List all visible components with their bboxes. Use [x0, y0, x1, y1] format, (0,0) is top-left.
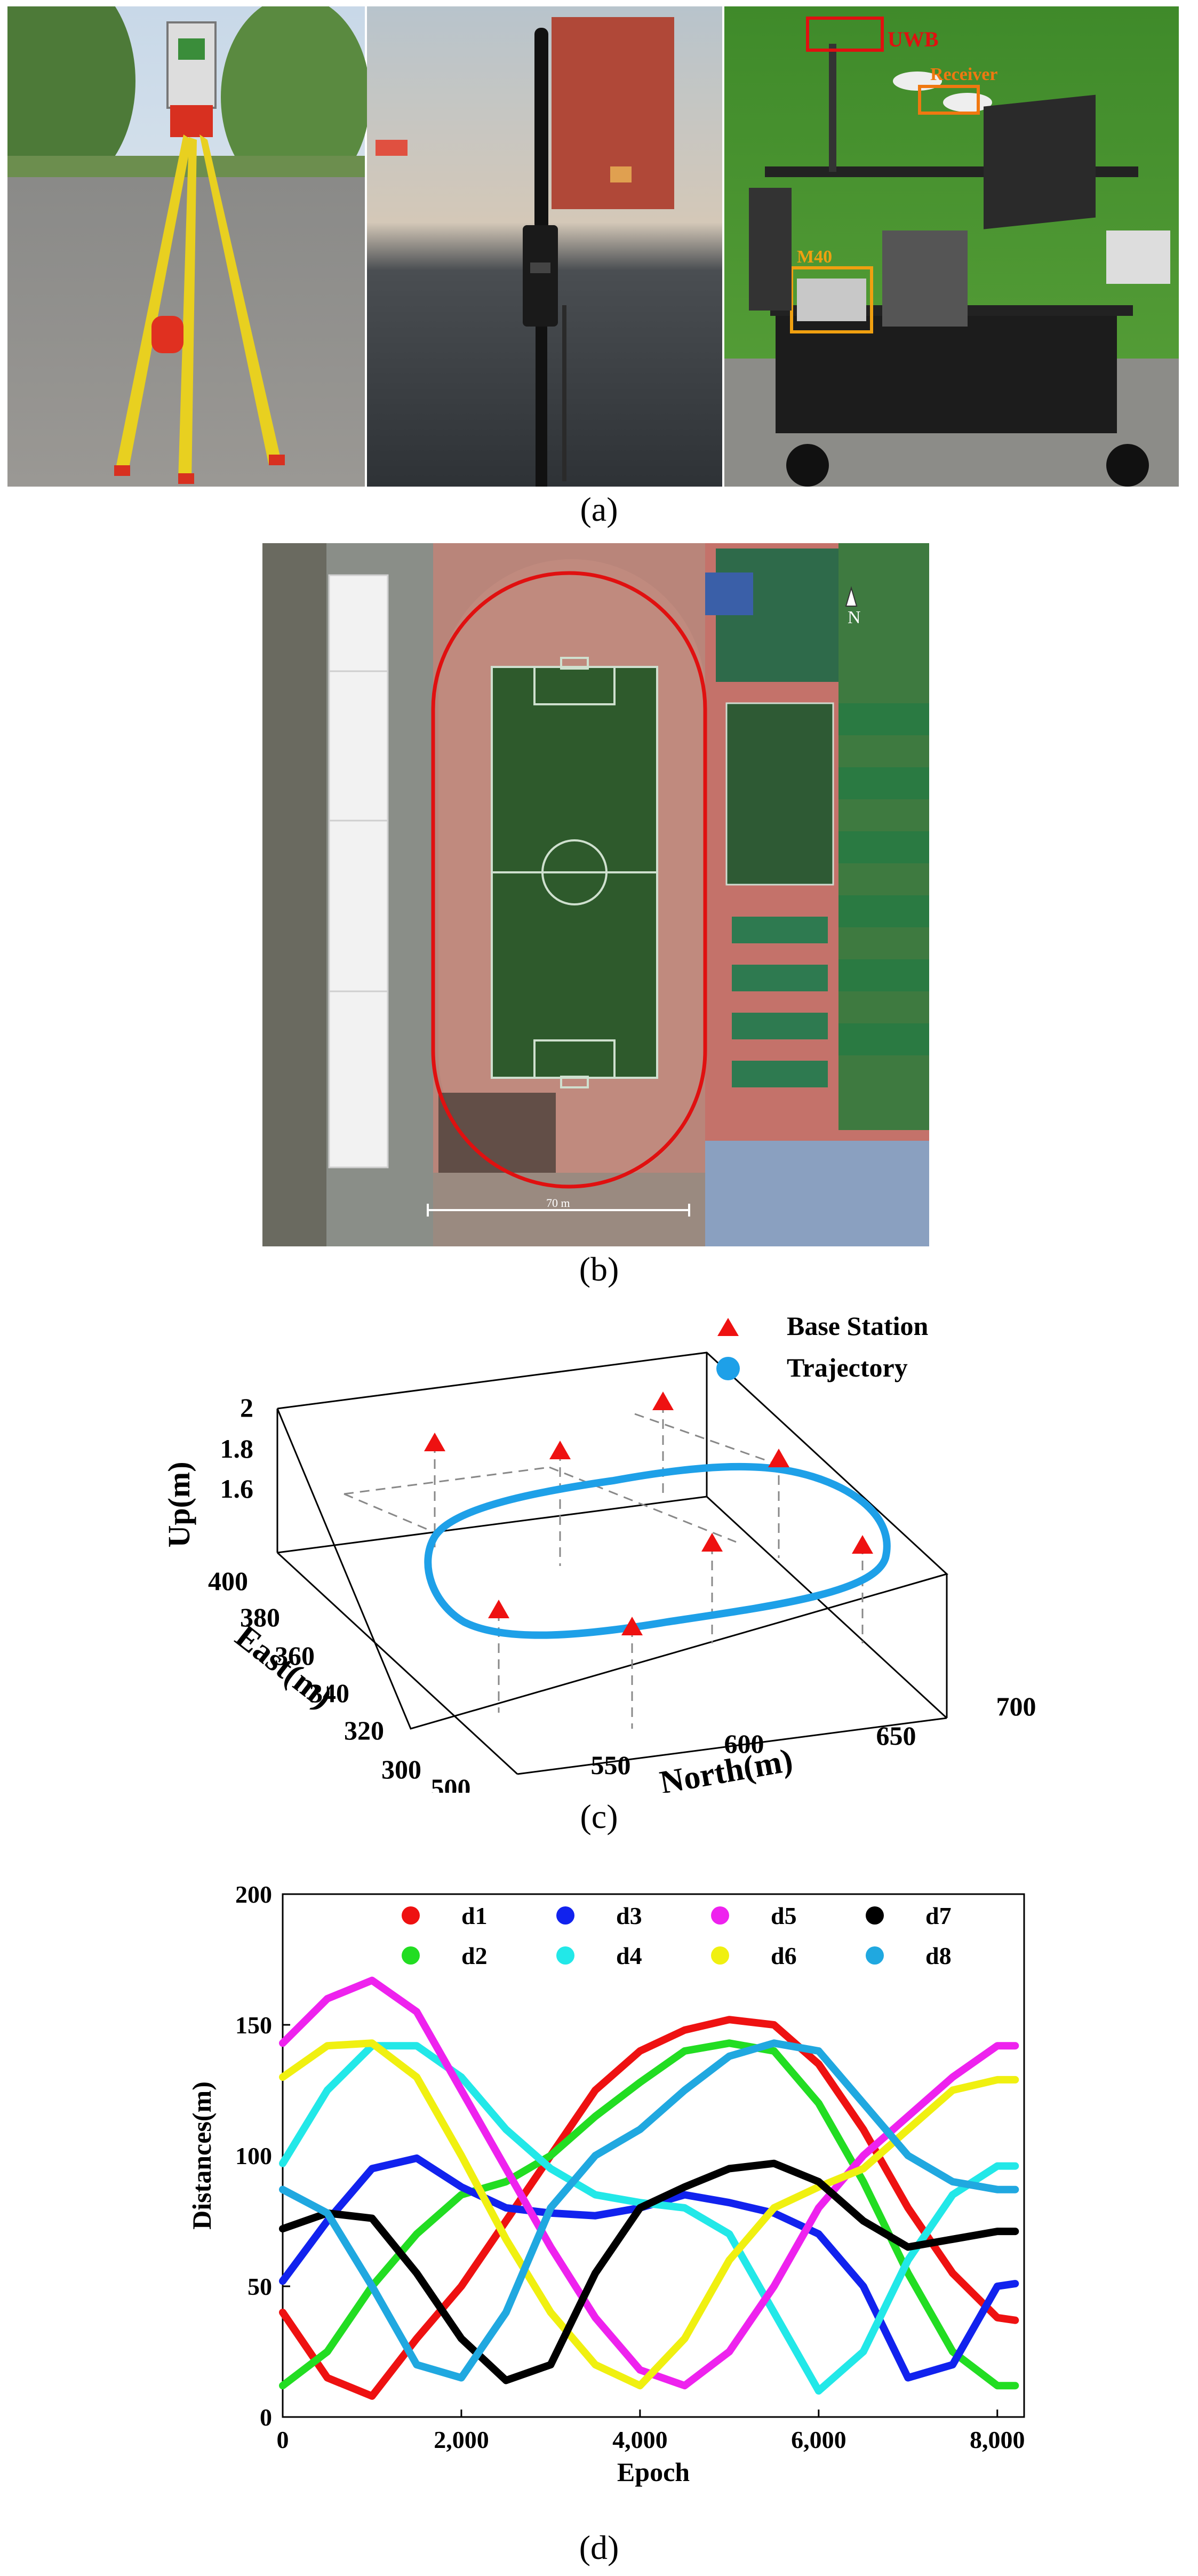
legend-label-d5: d5 — [771, 1902, 797, 1929]
photo-strip: UWB Receiver M40 — [7, 6, 1179, 487]
chart-axes: 0 2,000 4,000 6,000 8,000 0 50 100 150 200 — [235, 1881, 1025, 2453]
up-axis-label: Up(m) — [162, 1461, 196, 1547]
legend-marker-icon — [711, 1906, 729, 1925]
caption-a: (a) — [580, 490, 618, 528]
x-tick-label: 6,000 — [791, 2426, 846, 2453]
svg-text:550: 550 — [591, 1750, 631, 1780]
chart-3d-panel-c: Base Station Trajectory 2 1.8 1.6 Up(m) … — [133, 1302, 1067, 1793]
series-line-d7 — [279, 2159, 1019, 2384]
map-panel-b: N 70 m — [262, 543, 929, 1246]
legend-base-station: Base Station — [787, 1311, 929, 1341]
caption-c: (c) — [580, 1798, 618, 1835]
legend-3d: Base Station Trajectory — [716, 1311, 929, 1382]
svg-text:320: 320 — [344, 1715, 384, 1745]
svg-text:500: 500 — [431, 1773, 471, 1793]
svg-text:650: 650 — [876, 1721, 916, 1751]
legend-label-d1: d1 — [461, 1902, 488, 1929]
svg-text:600: 600 — [724, 1729, 764, 1759]
y-tick-label: 50 — [247, 2273, 272, 2300]
caption-d: (d) — [579, 2529, 619, 2566]
legend-label-d3: d3 — [616, 1902, 642, 1929]
series-line-d6 — [279, 2039, 1019, 2390]
chart-3d: Base Station Trajectory 2 1.8 1.6 Up(m) … — [162, 1311, 1036, 1793]
photo-panel-a: UWB Receiver M40 — [7, 6, 1179, 487]
uwb-label: UWB — [888, 27, 939, 51]
svg-text:700: 700 — [996, 1691, 1036, 1721]
y-tick-label: 100 — [235, 2142, 272, 2169]
svg-text:400: 400 — [208, 1566, 248, 1596]
legend-label-d6: d6 — [771, 1942, 797, 1969]
legend-marker-icon — [866, 1946, 884, 1965]
legend-marker-icon — [556, 1946, 574, 1965]
photo-total-station — [7, 6, 370, 487]
caption-b: (b) — [579, 1250, 619, 1288]
chart-panel-d: 0 2,000 4,000 6,000 8,000 0 50 100 150 200 d1 d2 d3… — [160, 1878, 1040, 2534]
x-tick-label: 8,000 — [970, 2426, 1025, 2453]
photo-uwb-antenna — [367, 6, 722, 487]
series-line-d5 — [279, 1976, 1019, 2390]
y-tick-label: 0 — [260, 2404, 272, 2431]
legend-marker-icon — [402, 1946, 420, 1965]
x-tick-label: 2,000 — [434, 2426, 489, 2453]
x-axis-label: Epoch — [617, 2457, 690, 2487]
plot-box — [276, 1351, 948, 1775]
base-stations — [424, 1392, 873, 1635]
svg-text:340: 340 — [309, 1678, 349, 1708]
x-tick-label: 4,000 — [612, 2426, 668, 2453]
legend-label-d4: d4 — [616, 1942, 642, 1969]
north-arrow-icon — [845, 586, 858, 607]
y-tick-label: 200 — [235, 1881, 272, 1908]
scale-label: 70 m — [546, 1196, 570, 1210]
svg-text:300: 300 — [381, 1754, 421, 1784]
series-line-d8 — [279, 2039, 1019, 2382]
y-axis-label: Distances(m) — [187, 2081, 217, 2230]
east-axis-label: East(m) — [229, 1618, 339, 1716]
drop-lines — [344, 1403, 864, 1729]
trajectory-3d — [424, 1462, 891, 1639]
chart-series — [279, 1976, 1019, 2400]
legend-trajectory: Trajectory — [787, 1353, 908, 1382]
distance-chart: 0 2,000 4,000 6,000 8,000 0 50 100 150 200 d1 d2 d3… — [187, 1881, 1025, 2487]
svg-text:1.8: 1.8 — [220, 1434, 254, 1464]
legend-marker-icon — [556, 1906, 574, 1925]
legend-label-d7: d7 — [925, 1902, 952, 1929]
photo-equipment-cart: UWB Receiver M40 — [724, 6, 1179, 487]
svg-text:360: 360 — [275, 1641, 315, 1671]
map-trajectory — [431, 571, 707, 1189]
receiver-label: Receiver — [930, 65, 997, 84]
x-tick-label: 0 — [277, 2426, 289, 2453]
legend-label-d2: d2 — [461, 1942, 488, 1969]
north-label: N — [848, 608, 861, 627]
chart-legend: d1 d2 d3 d4 d5 d6 d7 d8 — [402, 1902, 952, 1969]
m40-label: M40 — [797, 247, 832, 267]
legend-label-d8: d8 — [925, 1942, 952, 1969]
up-ticks: 2 1.8 1.6 — [220, 1393, 254, 1504]
y-tick-label: 150 — [235, 2011, 272, 2039]
grandstand — [328, 574, 389, 1168]
legend-marker-icon — [711, 1946, 729, 1965]
legend-circle-icon — [716, 1357, 740, 1380]
legend-marker-icon — [866, 1906, 884, 1925]
legend-marker-icon — [402, 1906, 420, 1925]
svg-text:380: 380 — [240, 1602, 280, 1632]
svg-text:2: 2 — [240, 1393, 253, 1422]
north-ticks: 500 550 600 650 700 — [431, 1691, 1036, 1793]
legend-triangle-icon — [717, 1318, 739, 1336]
svg-text:1.6: 1.6 — [220, 1474, 254, 1504]
east-ticks: 400 380 360 340 320 300 — [208, 1566, 421, 1784]
scale-bar — [427, 1204, 690, 1217]
aerial-map: N 70 m — [262, 543, 929, 1246]
series-line-d2 — [279, 2039, 1019, 2390]
series-line-d4 — [279, 2042, 1019, 2395]
